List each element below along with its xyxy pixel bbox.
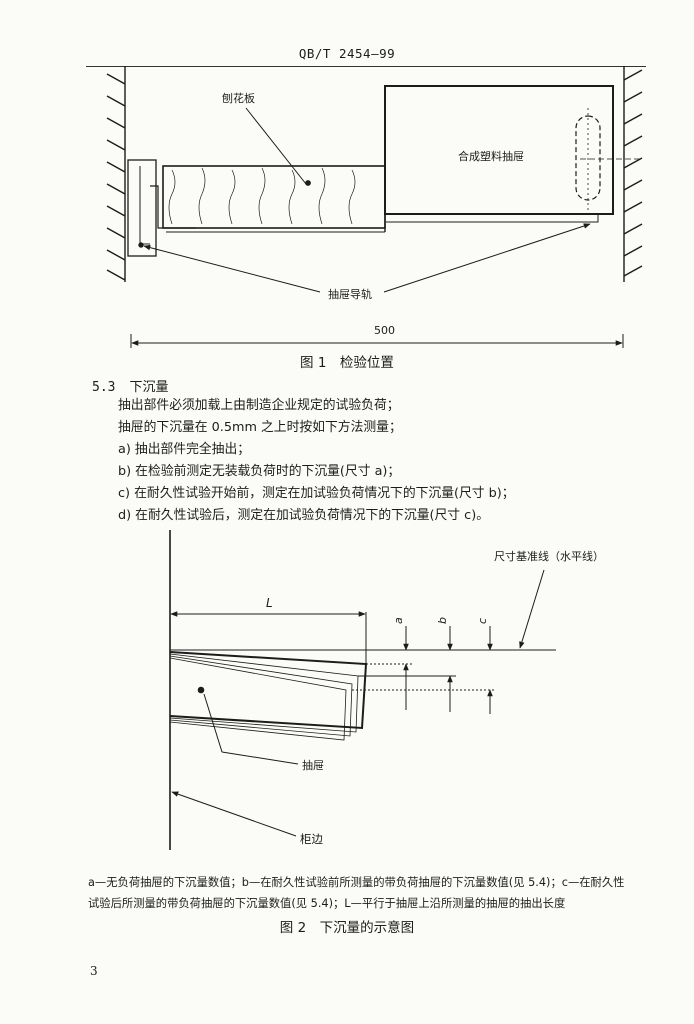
dimension-500 (130, 334, 624, 348)
right-wall (623, 66, 643, 282)
header-rule (86, 66, 646, 67)
legend-line-1: a—无负荷抽屉的下沉量数值；b—在耐久性试验前所测量的带负荷抽屉的下沉量数值(见… (88, 876, 625, 889)
paragraph-threshold: 抽屉的下沉量在 0.5mm 之上时按如下方法测量； (118, 420, 402, 435)
figure-1-inspection-position: 刨花板 合成塑料抽屉 抽屉导轨 500 (106, 66, 643, 348)
plastic-drawer (384, 85, 640, 232)
step-d: d) 在耐久性试验后，测定在加试验负荷情况下的下沉量(尺寸 c)。 (118, 508, 489, 523)
dimension-abc (352, 626, 496, 714)
drawer-guide-rail (127, 159, 599, 257)
figure-2-leaders (171, 569, 545, 837)
leader-lines (143, 107, 591, 293)
label-b: b (436, 617, 449, 624)
particleboard-panel (162, 165, 386, 229)
figure-2-caption: 图 2 下沉量的示意图 (279, 920, 415, 936)
label-L: L (266, 596, 273, 610)
page-number: 3 (90, 964, 98, 978)
step-c: c) 在耐久性试验开始前，测定在加试验负荷情况下的下沉量(尺寸 b)； (118, 486, 515, 501)
section-heading: 5.3 下沉量 (92, 376, 169, 395)
dimension-L (170, 611, 367, 664)
drawer-outline (169, 651, 368, 741)
section-number: 5.3 (92, 380, 116, 395)
label-reference-line: 尺寸基准线（水平线） (494, 549, 604, 563)
dimension-value: 500 (374, 324, 395, 337)
label-c: c (476, 618, 489, 624)
label-cabinet-edge: 柜边 (300, 832, 323, 846)
legend-line-2: 试验后所测量的带负荷抽屉的下沉量数值(见 5.4)；L—平行于抽屉上沿所测量的抽… (88, 897, 566, 910)
figure-1-caption: 图 1 检验位置 (300, 355, 394, 371)
step-a: a) 抽出部件完全抽出； (118, 442, 251, 457)
label-drawer: 抽屉 (302, 758, 324, 772)
figure-2-sag-diagram: 尺寸基准线（水平线） L a b c 抽屉 柜边 (169, 530, 604, 850)
label-plastic-drawer: 合成塑料抽屉 (458, 149, 524, 163)
figure-2-legend: a—无负荷抽屉的下沉量数值；b—在耐久性试验前所测量的带负荷抽屉的下沉量数值(见… (88, 872, 678, 914)
left-wall (106, 66, 126, 282)
label-particleboard: 刨花板 (222, 91, 255, 105)
standard-code: QB/T 2454—99 (298, 46, 396, 61)
paragraph-load: 抽出部件必须加载上由制造企业规定的试验负荷； (118, 398, 400, 413)
step-b: b) 在检验前测定无装载负荷时的下沉量(尺寸 a)； (118, 464, 401, 479)
label-drawer-rail: 抽屉导轨 (328, 287, 372, 301)
label-a: a (392, 617, 405, 624)
section-title: 下沉量 (129, 380, 169, 395)
